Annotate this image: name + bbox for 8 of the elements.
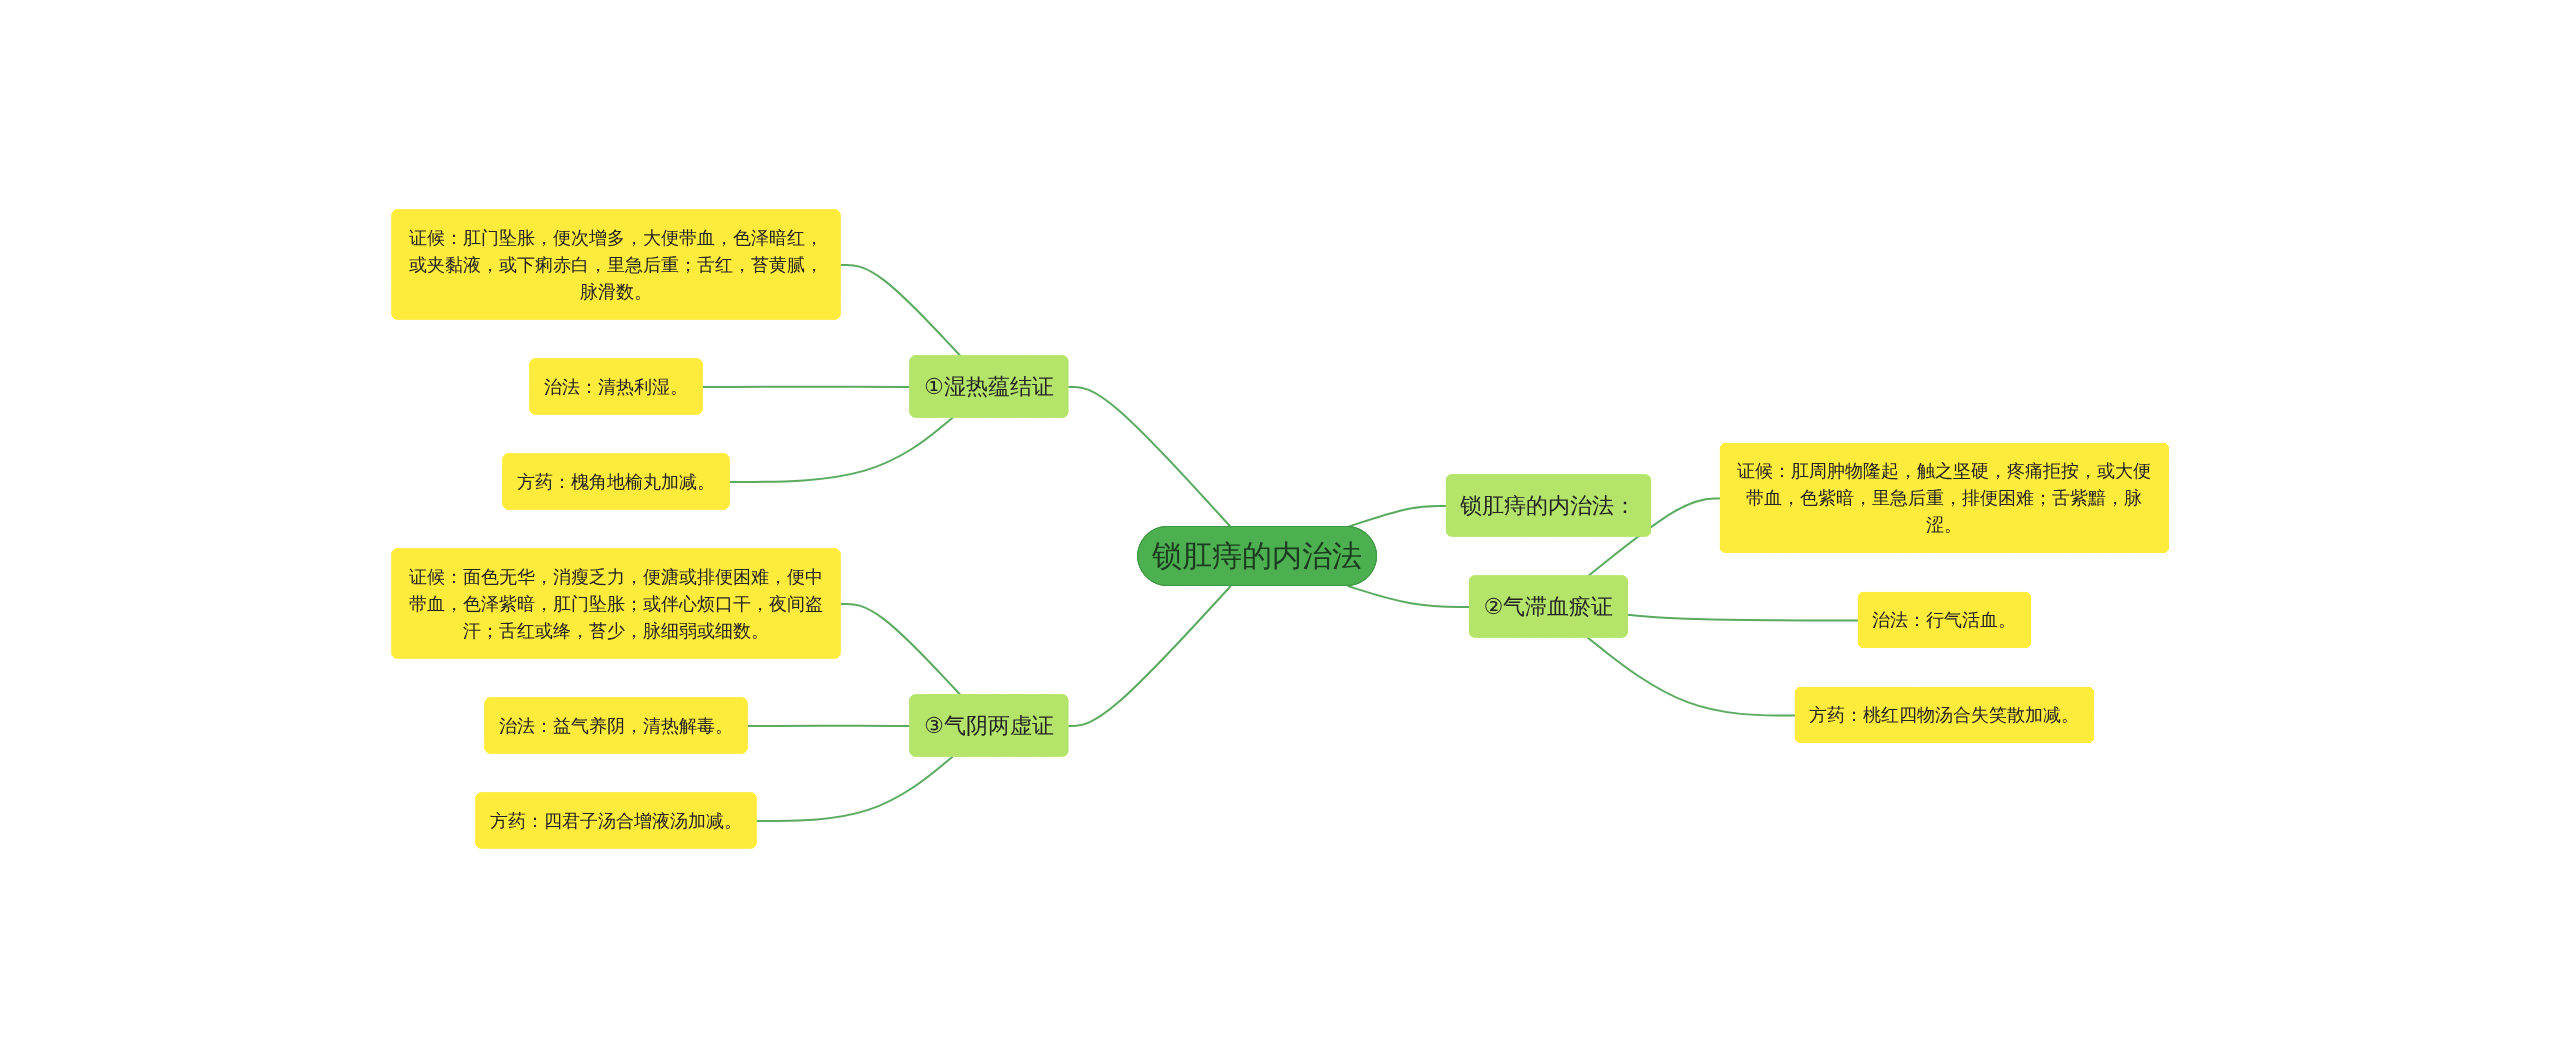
connector bbox=[728, 416, 954, 483]
connector bbox=[755, 755, 954, 822]
connector bbox=[1626, 613, 1860, 622]
connector bbox=[1067, 585, 1232, 727]
connector bbox=[1586, 636, 1797, 717]
connector bbox=[839, 263, 962, 358]
connector bbox=[1346, 585, 1471, 608]
connector bbox=[1067, 385, 1232, 528]
